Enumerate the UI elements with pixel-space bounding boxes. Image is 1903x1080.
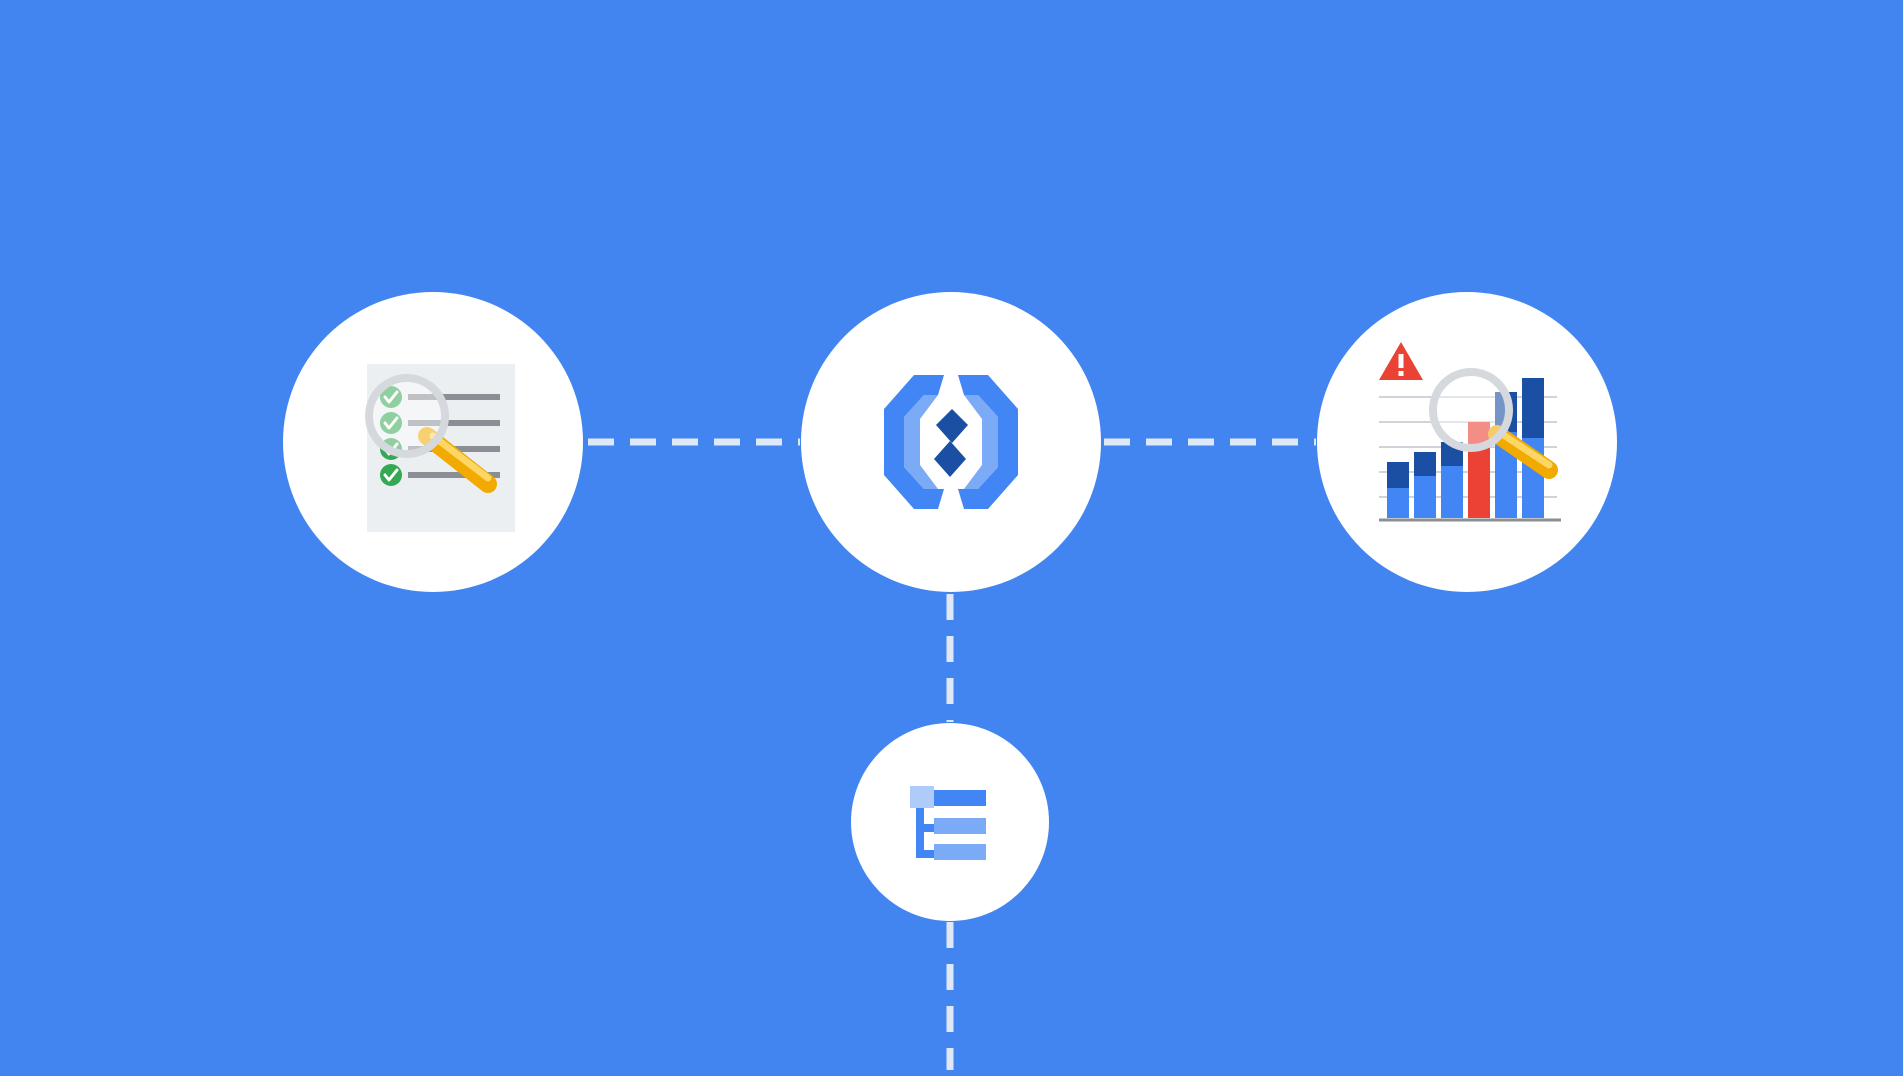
checklist-magnifier-icon	[365, 364, 515, 532]
bar-chart-alert-magnifier-icon	[1379, 342, 1561, 522]
hierarchy-list-icon	[910, 786, 986, 860]
node-checklist-search	[283, 292, 583, 592]
node-hub	[801, 292, 1101, 592]
node-hierarchy-list	[851, 723, 1049, 921]
node-chart-alert	[1317, 292, 1617, 592]
hexagon-logo-icon	[884, 375, 1018, 509]
